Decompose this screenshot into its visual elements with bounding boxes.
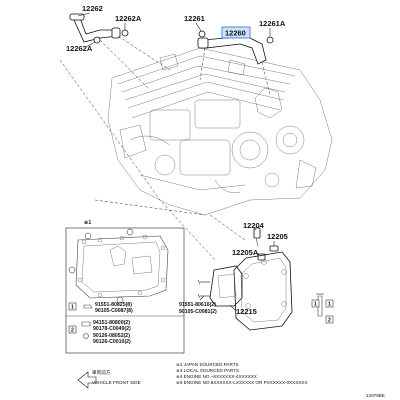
callout-12205: 12205 bbox=[267, 232, 288, 241]
engine-assembly bbox=[107, 47, 333, 216]
callout-12262: 12262 bbox=[82, 4, 103, 13]
part-12205a bbox=[257, 253, 266, 261]
clamp-12261 bbox=[198, 30, 206, 38]
callout-12260[interactable]: 12260 bbox=[225, 29, 246, 38]
part-94151-80800: 94151-80800(2) bbox=[93, 320, 130, 326]
svg-text:1: 1 bbox=[328, 302, 331, 308]
callout-12261a: 12261A bbox=[259, 19, 286, 28]
svg-text:2: 2 bbox=[71, 328, 74, 334]
right-index-marks: 1 1 2 bbox=[311, 299, 334, 324]
note-2: ※3 LOCAL SOURCED PARTS bbox=[176, 368, 239, 373]
legend-row-1: 1 91551-80825(8) 90105-C0087(8) bbox=[68, 302, 133, 314]
part-90126-08052: 90126-08052(2) bbox=[93, 333, 130, 339]
part-90126-c0010: 90126-C0010(2) bbox=[93, 339, 131, 345]
front-label-en: VEHICLE FRONT SIDE bbox=[92, 380, 141, 385]
callout-12262a-left: 12262A bbox=[66, 44, 93, 53]
pcv-valve-12204 bbox=[253, 227, 261, 239]
inset-mark: ※1 bbox=[84, 219, 91, 226]
callout-12205a: 12205A bbox=[232, 248, 259, 257]
hose-12260 bbox=[197, 35, 267, 65]
note-3: ※4 ENGINE NO.~8XXXXXX-4XXXXXX bbox=[176, 374, 257, 379]
svg-text:1: 1 bbox=[314, 302, 317, 308]
callout-90105-c0081: 90105-C0081(2) bbox=[179, 309, 217, 315]
svg-text:2: 2 bbox=[328, 318, 331, 324]
vehicle-front-indicator: 車両前方 VEHICLE FRONT SIDE bbox=[77, 369, 141, 389]
clamp-12261a bbox=[266, 36, 274, 44]
gasket-12205 bbox=[269, 245, 279, 252]
oil-separator-assembly bbox=[197, 227, 324, 331]
legend-row-2: 2 94151-80800(2) 90178-C0049(2) 90126-08… bbox=[68, 320, 131, 345]
clamp-12262a-top bbox=[121, 29, 129, 37]
note-1: ※2 JAPAN SOURCED PARTS bbox=[176, 362, 239, 367]
part-91551-80825: 91551-80825(8) bbox=[95, 302, 132, 308]
inset-panel bbox=[65, 227, 185, 354]
callout-12204: 12204 bbox=[243, 221, 265, 230]
note-4: ※5 ENGINE NO.8XXXXXX-LXXXXXX OR PXXXXXX-… bbox=[176, 380, 308, 385]
svg-text:1: 1 bbox=[71, 305, 74, 311]
notes-block: ※2 JAPAN SOURCED PARTS ※3 LOCAL SOURCED … bbox=[176, 362, 308, 385]
callout-12215: 12215 bbox=[236, 307, 257, 316]
part-90178-c0049: 90178-C0049(2) bbox=[93, 326, 131, 332]
diagram-code: 12078BE bbox=[366, 393, 385, 398]
part-90105-c0087: 90105-C0087(8) bbox=[95, 308, 133, 314]
front-arrow-icon bbox=[77, 371, 97, 389]
callout-12261: 12261 bbox=[184, 14, 205, 23]
callout-91551-80616: 91551-80616(2) bbox=[179, 302, 216, 308]
callout-12262a-top: 12262A bbox=[115, 14, 142, 23]
highlight-box bbox=[221, 26, 251, 39]
front-label-jp: 車両前方 bbox=[92, 369, 111, 376]
